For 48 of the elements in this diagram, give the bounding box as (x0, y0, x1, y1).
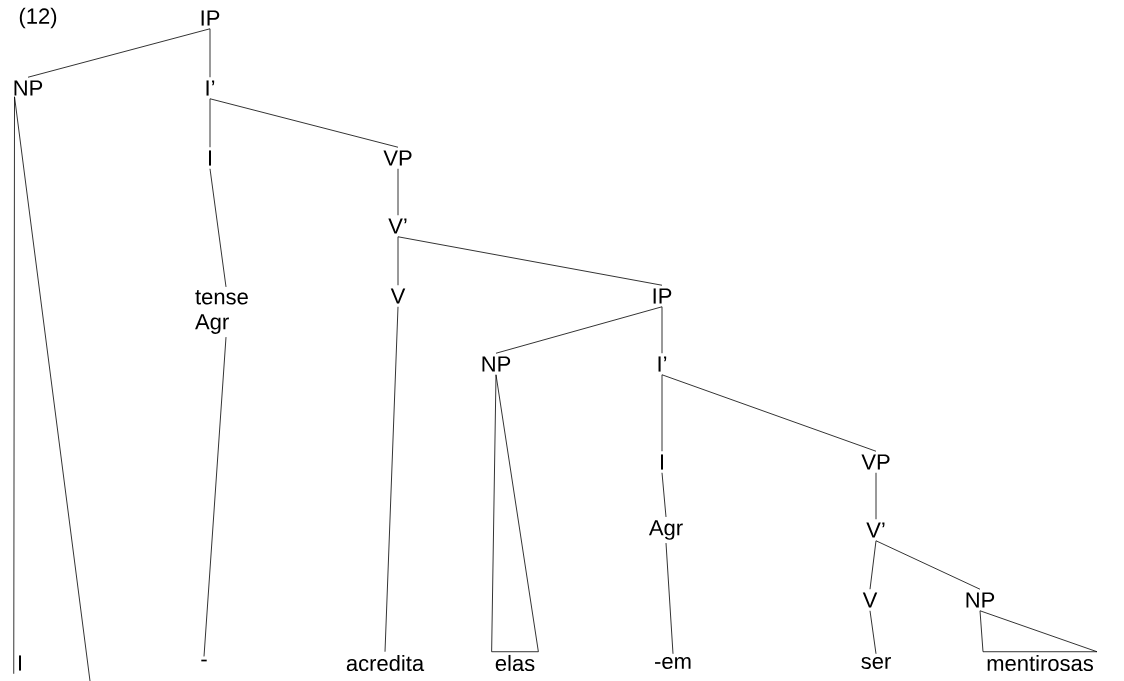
branch-line (397, 236, 399, 286)
branch-line (27, 28, 211, 78)
branch-line (869, 540, 877, 590)
node-label: mentirosas (987, 654, 1093, 672)
node-label: I’ (206, 80, 215, 96)
branch-line (875, 540, 981, 590)
node-label: acredita (346, 654, 425, 672)
node-label: I (18, 655, 22, 671)
branch-line (495, 306, 663, 354)
branch-line (209, 28, 211, 78)
branch-line (875, 472, 877, 520)
node-label: V’ (866, 522, 885, 538)
node-label: VP (383, 150, 412, 166)
triangle-roof (979, 610, 1098, 653)
triangle-roof (13, 96, 91, 681)
node-label: -em (655, 657, 691, 670)
node-label: IP (653, 288, 672, 304)
branch-line (209, 98, 399, 148)
branch-line (397, 168, 399, 216)
branch-line (661, 374, 663, 452)
branch-line (384, 306, 399, 653)
node-label: NP (966, 592, 995, 608)
node-label: - (201, 659, 207, 662)
node-label: V’ (388, 218, 407, 234)
node-label: elas (495, 654, 535, 672)
node-label: Agr (648, 520, 683, 540)
node-label: V (862, 592, 878, 608)
node-label: I (660, 454, 664, 470)
node-label: V (390, 288, 406, 304)
branch-line (661, 306, 663, 354)
branch-line (397, 236, 663, 286)
branch-line (203, 336, 227, 657)
node-label: tense Agr (195, 290, 248, 334)
node-label: I’ (658, 356, 667, 372)
branch-line (209, 168, 227, 288)
branch-line (665, 542, 674, 655)
node-label: ser (861, 657, 891, 670)
branch-line (661, 472, 667, 518)
example-number: (12) (19, 7, 57, 29)
node-label: VP (861, 454, 890, 470)
triangle-roof (491, 374, 539, 653)
branch-line (209, 98, 211, 148)
branch-line (869, 610, 877, 655)
node-label: I (208, 150, 212, 166)
node-label: NP (482, 356, 511, 372)
branch-line (661, 374, 877, 452)
node-label: NP (14, 80, 43, 96)
node-label: IP (201, 10, 220, 26)
